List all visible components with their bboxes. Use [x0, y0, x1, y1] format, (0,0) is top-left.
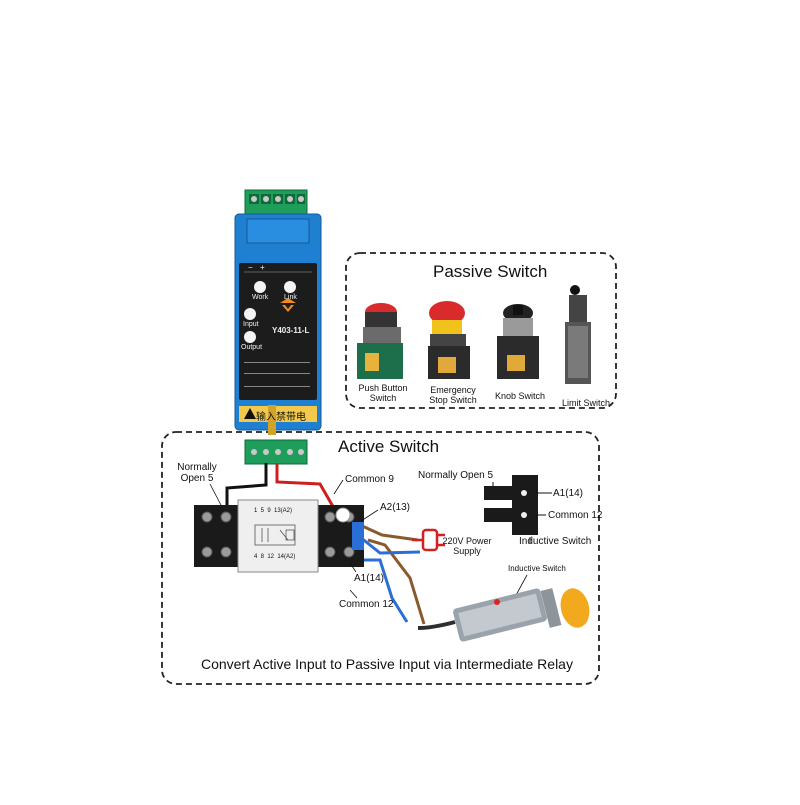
input-label: Input: [243, 321, 259, 328]
a1-switch-label: A1(14): [553, 488, 584, 499]
power-supply-label-line1: 220V Power: [442, 536, 492, 546]
emergency-stop-switch: [428, 301, 470, 379]
power-supply-label-line2: Supply: [453, 546, 481, 556]
link-led: [284, 281, 296, 293]
inductive-switch-symbol: [484, 475, 552, 543]
knob-switch-label: Knob Switch: [494, 391, 546, 401]
inductive-sensor: [417, 574, 590, 642]
power-plug-icon: [412, 528, 445, 552]
common12-switch-label: Common 12: [548, 510, 603, 521]
push-button-label-line1: Push Button: [358, 383, 408, 393]
terminal-minus-sign: −: [248, 263, 253, 272]
warning-strip: [239, 406, 317, 422]
passive-switch-box: [345, 252, 617, 409]
module-faceplate: [239, 263, 317, 400]
relay-face-row1: 1 5 9 13(A2): [254, 508, 293, 514]
intermediate-relay: [194, 499, 364, 573]
blue-wire: [359, 558, 409, 623]
relay-face-row2: 4 8 12 14(A2): [254, 554, 296, 560]
warning-text: 输入禁带电: [256, 412, 306, 423]
work-led: [254, 281, 266, 293]
push-button-label: Push Button Switch: [352, 383, 414, 403]
normally-open-relay-label: Normally Open 5: [176, 462, 218, 484]
antenna-connector: [268, 405, 276, 435]
blue-wire-power: [359, 535, 421, 555]
emergency-stop-label: Emergency Stop Switch: [420, 385, 486, 405]
power-supply-label: 220V Power Supply: [442, 536, 492, 556]
common12-relay-label: Common 12: [339, 599, 394, 610]
a2-label: A2(13): [380, 502, 411, 513]
active-switch-title: Active Switch: [338, 437, 440, 456]
output-led: [244, 331, 256, 343]
common9-label: Common 9: [345, 474, 394, 485]
emergency-stop-label-line1: Emergency: [430, 385, 476, 395]
input-led: [244, 308, 256, 320]
limit-switch-label: Limit Switch: [561, 398, 610, 408]
io-module: [234, 189, 322, 465]
push-button-label-line2: Switch: [369, 393, 397, 403]
brown-wire-power: [359, 523, 419, 542]
output-label: Output: [241, 344, 263, 351]
diagram-caption: Convert Active Input to Passive Input vi…: [201, 656, 573, 672]
terminal-plus-sign: +: [260, 263, 265, 272]
warning-icon: [244, 408, 256, 419]
normally-open-relay-label-line2: Open 5: [180, 473, 214, 484]
knob-switch: [497, 304, 539, 379]
active-switch-box: [161, 431, 600, 685]
sensor-label: Inductive Switch: [508, 564, 566, 573]
inductive-switch-title: Inductive Switch: [519, 536, 592, 547]
push-button-switch: [357, 303, 403, 379]
link-label: Link: [284, 294, 297, 301]
limit-switch: [565, 285, 591, 384]
normally-open-relay-label-line1: Normally: [177, 462, 217, 473]
brand-logo-icon: [280, 298, 296, 312]
work-label: Work: [252, 294, 269, 301]
red-wire: [275, 463, 337, 511]
a1-relay-label: A1(14): [354, 573, 385, 584]
passive-switch-title: Passive Switch: [433, 262, 548, 281]
black-wire: [225, 463, 268, 510]
emergency-stop-label-line2: Stop Switch: [429, 395, 477, 405]
normally-open-switch-label: Normally Open 5: [418, 470, 494, 481]
brown-wire-sensor: [367, 538, 426, 625]
module-model: Y403-11-L: [272, 326, 310, 335]
